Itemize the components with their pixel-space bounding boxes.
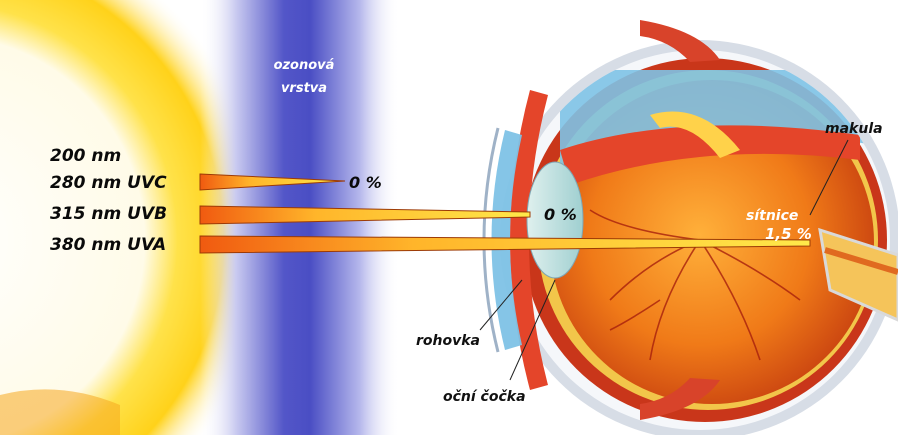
wavelength-uva: 380 nm UVA [50, 237, 166, 254]
wavelength-uvc: 280 nm UVC [50, 175, 167, 192]
transmission-uvb: 0 % [544, 207, 577, 223]
label-lens: oční čočka [443, 390, 526, 404]
transmission-uvc: 0 % [349, 175, 382, 191]
transmission-uva: 1,5 % [765, 227, 812, 242]
label-macula: makula [825, 122, 883, 136]
label-retina: sítnice [746, 209, 798, 223]
wavelength-uvb: 315 nm UVB [50, 206, 167, 223]
ozone-label-line1: ozonová [244, 59, 364, 72]
wavelength-200: 200 nm [50, 148, 121, 165]
eye [484, 20, 898, 435]
label-cornea: rohovka [416, 334, 480, 348]
ozone-label-line2: vrstva [244, 82, 364, 95]
